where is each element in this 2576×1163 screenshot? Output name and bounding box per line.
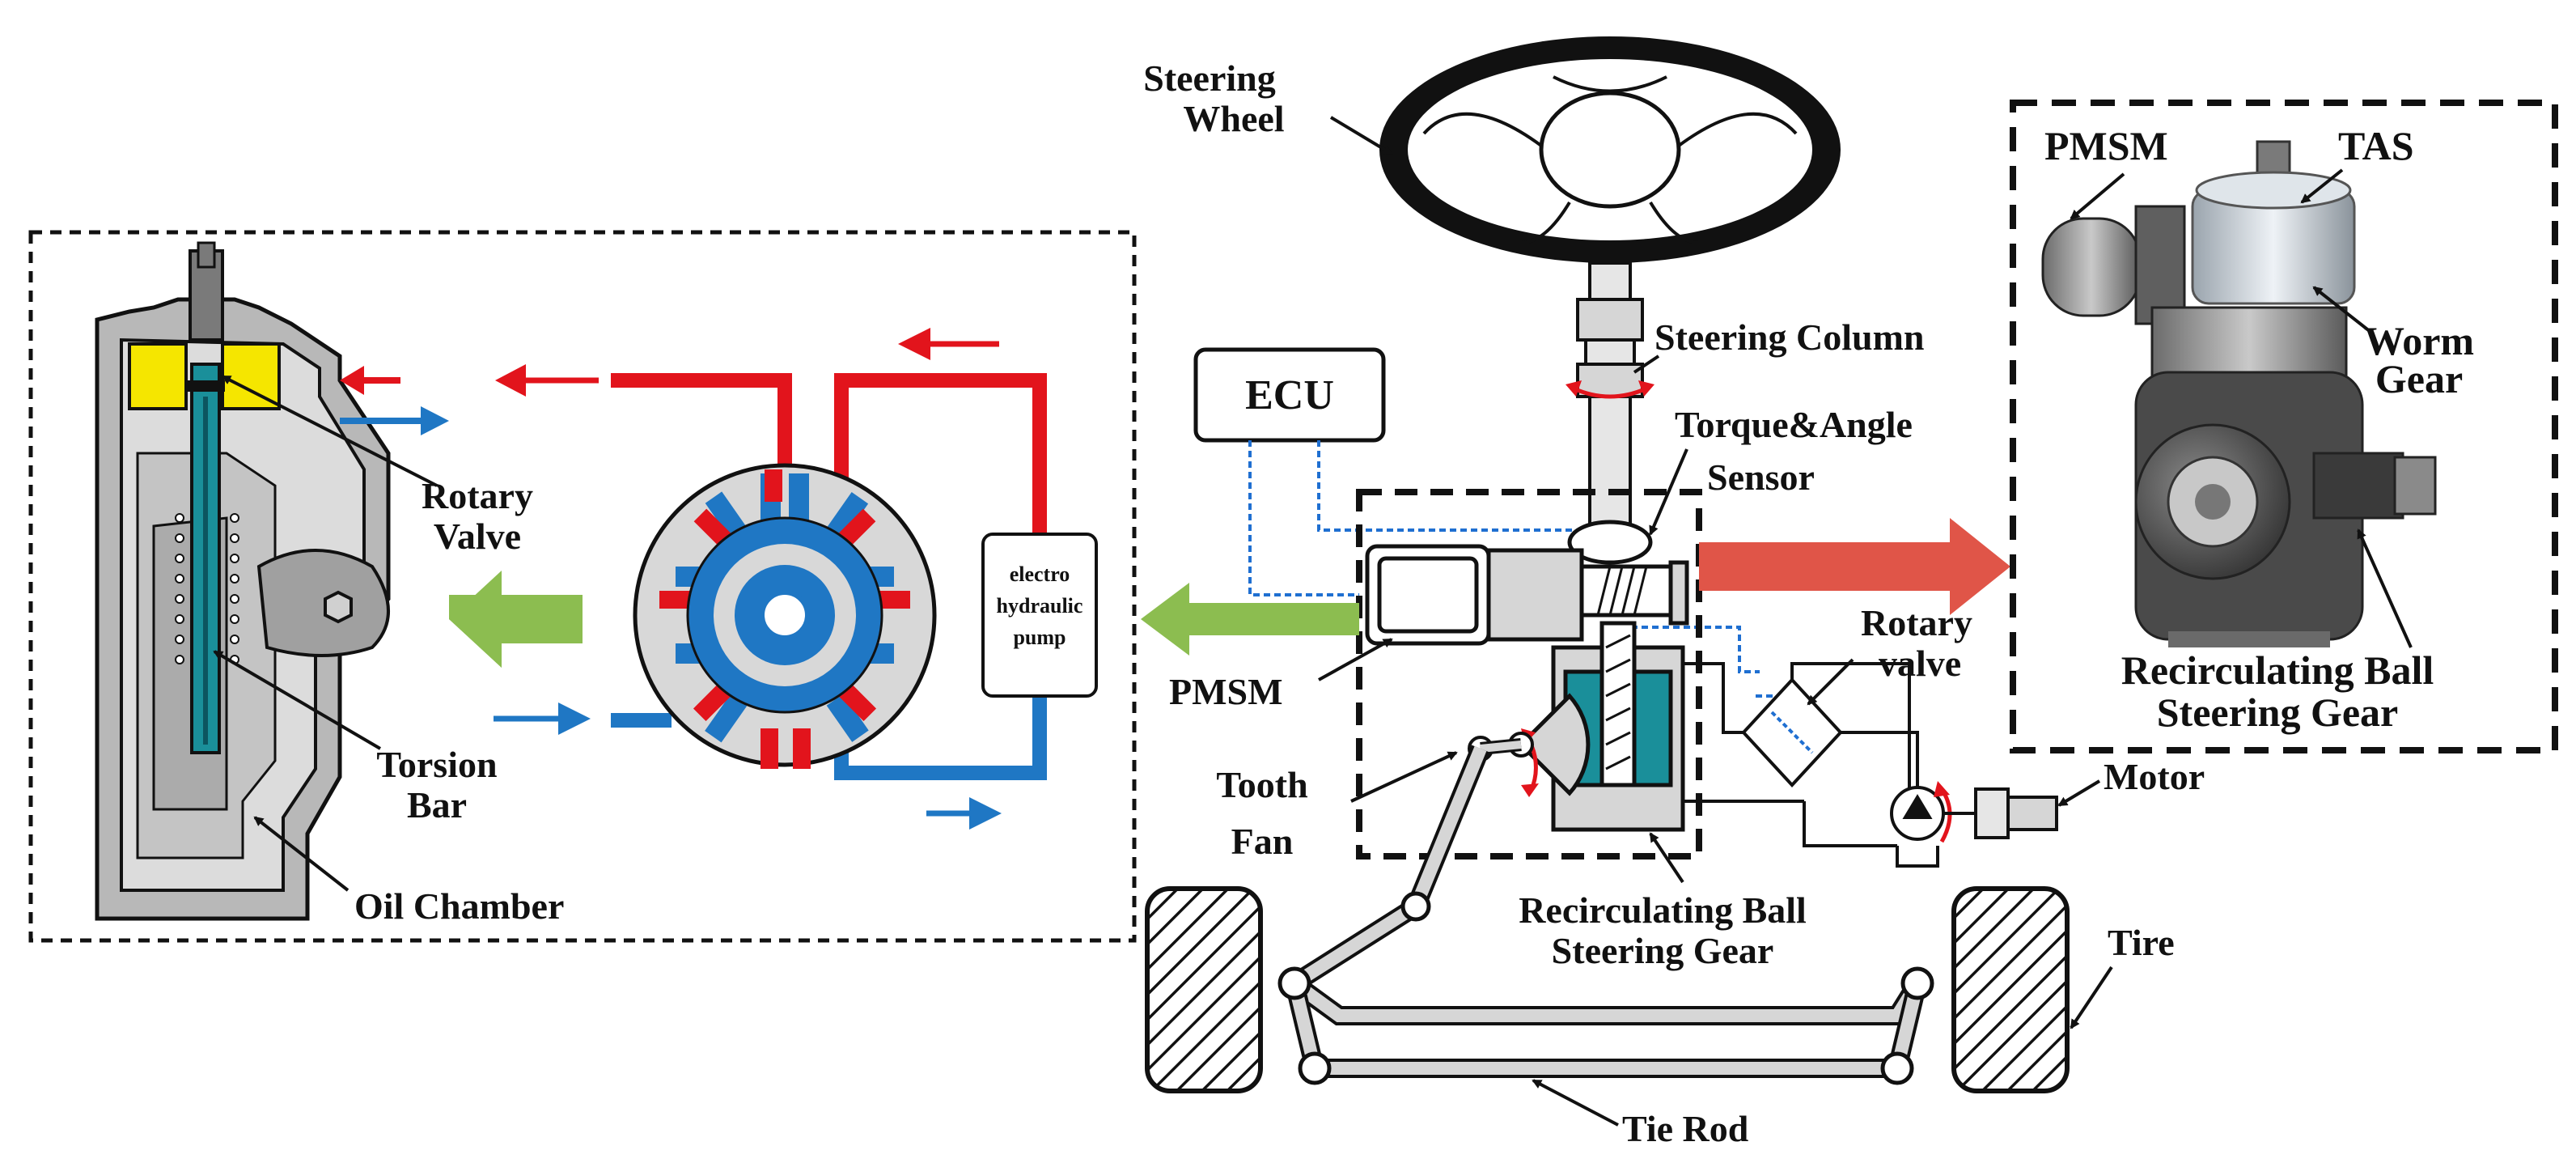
assist-arrow-green-center [1141,583,1359,656]
low-pressure-arrow-2 [926,797,1002,830]
left-panel: electro hydraulic pump Rotary Valve Tors… [28,230,1137,943]
rotary-valve-left-leader [221,375,438,487]
pmsm-center-leader [1318,638,1393,681]
electro-hydraulic-pump-box [981,533,1098,698]
steering-gear-dashed-box [1356,489,1702,860]
high-pressure-pipes [611,373,1047,534]
hydraulic-pump-symbol [1890,781,2058,868]
rbsg-right-leader [2357,528,2413,648]
tie-rod-label: Tie Rod [1622,1108,1749,1149]
rotary-valve-center-label-2: valve [1879,643,1961,684]
tire-left [1145,886,1263,1093]
pmsm-center-label: PMSM [1169,671,1283,712]
gearbox-body [2134,306,2437,647]
oil-chamber-label: Oil Chamber [354,885,564,927]
motor-label: Motor [2104,756,2205,797]
torque-sensor [1567,520,1653,565]
rotary-valve-bridge [1683,662,1919,847]
linkage-joints [1277,891,1934,1085]
oil-chamber-leader [253,816,350,892]
rotary-valve-left-label-1: Rotary [422,475,533,516]
rotary-valve-center-label-1: Rotary [1861,602,1972,643]
pmsm-right-motor [2041,205,2186,325]
pmsm-right-label: PMSM [2044,123,2168,168]
worm-gear-label-2: Gear [2375,356,2463,401]
steering-wheel-label-2: Wheel [1183,98,1284,139]
torsion-bar-label-2: Bar [407,784,467,826]
yellow-rotary-valve-right [221,342,281,410]
steering-column [1576,261,1644,552]
steering-column-label: Steering Column [1654,316,1925,358]
yellow-rotary-valve-left [128,342,188,410]
rbsg-center-label-2: Steering Gear [1552,930,1774,971]
center-system: ECU [1141,36,2205,1149]
pmsm-center-motor [1365,544,1689,646]
output-arrow-red [1699,518,2010,615]
pump-label-2: hydraulic [997,594,1083,618]
ecu-label: ECU [1245,372,1334,418]
torque-sensor-label-1: Torque&Angle [1675,404,1913,445]
rotary-pump [633,463,937,769]
high-pressure-arrow-2 [898,328,999,360]
tooth-fan-sector [1468,693,1591,797]
tas-leader [2300,168,2344,204]
torque-sensor-label-2: Sensor [1707,456,1815,498]
right-panel: PMSM TAS Worm Gear Recirculating Ball St… [2010,100,2558,753]
rbsg-right-label-1: Recirculating Ball [2121,647,2434,693]
tie-rod-leader [1532,1079,1619,1127]
steering-wheel [1379,36,1841,263]
rotary-valve-center-leader [1807,658,1854,706]
torsion-bar-leader [213,650,382,750]
torsion-bar-label-1: Torsion [376,744,497,785]
tire-right [1951,886,2070,1093]
tire-leader [2070,966,2113,1029]
motor-leader [2057,779,2101,807]
valve-housing-cross-section [95,241,391,921]
rbsg-center-label-1: Recirculating Ball [1519,889,1807,931]
steering-wheel-leader [1329,116,1393,155]
steering-wheel-label-1: Steering [1143,57,1276,99]
high-pressure-arrow-1 [495,364,599,397]
tas-label: TAS [2338,123,2414,168]
housing-outlet-arrow-red [340,366,400,395]
tire-label: Tire [2108,922,2175,963]
torque-sensor-leader [1649,448,1688,536]
left-panel-dashed-border [28,230,1137,943]
rbsg-right-label-2: Steering Gear [2157,690,2399,735]
low-pressure-arrow-1 [494,702,591,735]
worm-gear-leader [2312,286,2372,333]
right-panel-dashed-border [2010,100,2558,753]
housing-inlet-arrow-blue [340,406,449,435]
pump-label-3: pump [1013,626,1066,649]
worm-gear-label-1: Worm [2364,318,2474,363]
pump-label-1: electro [1010,562,1070,586]
tas-housing [2191,140,2356,305]
tooth-fan-leader [1350,751,1458,803]
rbsg-center-leader [1649,832,1684,884]
pmsm-right-leader [2070,172,2125,220]
column-rotation-arrow [1572,386,1648,399]
tooth-fan-label-2: Fan [1231,821,1294,862]
ecu-box [1193,347,1386,443]
steering-column-leader [1633,354,1660,374]
tooth-fan-label-1: Tooth [1216,764,1307,805]
rotary-valve-left-label-2: Valve [434,516,521,557]
